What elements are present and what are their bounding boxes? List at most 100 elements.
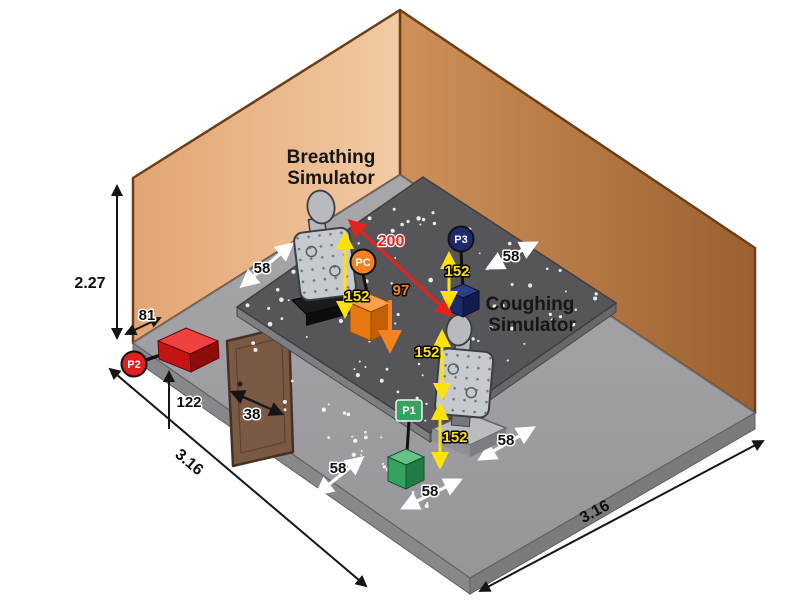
aerosol-dot	[471, 337, 475, 341]
p1-sensor: P1	[386, 399, 426, 490]
aerosol-dot	[358, 360, 361, 363]
aerosol-dot	[279, 297, 284, 303]
aerosol-dot	[381, 462, 384, 465]
aerosol-dot	[594, 292, 598, 296]
spacing-arrow-2	[485, 241, 539, 270]
aerosol-dot	[351, 435, 354, 438]
spacing-label-3: 58	[330, 460, 347, 477]
aerosol-dot	[528, 283, 533, 288]
aerosol-dot	[355, 373, 360, 378]
aerosol-dot	[415, 396, 419, 400]
spacing-label-5: 58	[498, 432, 515, 449]
p1-badge-label: P1	[402, 405, 415, 417]
aerosol-dot	[465, 271, 471, 276]
aerosol-dot	[351, 452, 356, 457]
breathing-chest-sensor	[305, 245, 318, 258]
aerosol-dot	[564, 324, 567, 328]
aerosol-dot	[364, 430, 367, 434]
aerosol-dot	[396, 312, 400, 317]
aerosol-dot	[267, 321, 273, 327]
aerosol-dot	[379, 378, 384, 383]
aerosol-dot	[574, 308, 577, 311]
aerosol-dot	[558, 268, 562, 273]
aerosol-dot	[357, 242, 360, 245]
aerosol-dot	[410, 498, 414, 502]
aerosol-dot	[417, 362, 421, 366]
aerosol-dot	[425, 402, 428, 406]
p3-box-right	[462, 290, 480, 318]
aerosol-dot	[356, 231, 359, 234]
door-offset-arrow	[229, 390, 285, 416]
p2-sampler-box	[156, 327, 220, 373]
aerosol-dot	[570, 321, 576, 327]
coughing-simulator-label-line1: Coughing	[486, 294, 575, 315]
p2-drop-label: 122	[176, 394, 201, 411]
aerosol-dot	[290, 379, 294, 383]
aerosol-dot	[400, 222, 404, 227]
h152-label-breathing: 152	[344, 288, 369, 305]
source-distance-label: 200	[378, 233, 405, 250]
aerosol-dot	[394, 322, 397, 325]
p3-connector	[459, 250, 465, 290]
aerosol-dot	[385, 367, 389, 371]
aerosol-dot	[478, 252, 481, 255]
aerosol-dot	[488, 326, 493, 331]
door	[225, 324, 295, 468]
aerosol-dot	[510, 326, 514, 331]
aerosol-dot	[282, 399, 287, 404]
aerosol-dot	[364, 365, 367, 369]
aerosol-dot	[342, 411, 347, 415]
aerosol-dot	[382, 465, 387, 469]
aerosol-dot	[327, 403, 330, 406]
aerosol-dot	[338, 318, 343, 324]
spacing-label-1: 58	[254, 260, 271, 277]
aerosol-dot	[421, 374, 424, 377]
aerosol-dot	[251, 341, 256, 345]
aerosol-dot	[360, 453, 363, 456]
aerosol-dot	[253, 347, 258, 352]
p2-offset-label: 81	[139, 307, 156, 324]
aerosol-dot	[431, 211, 435, 215]
spacing-label-2: 58	[503, 248, 520, 265]
p2-box-right	[189, 340, 220, 373]
aerosol-dot	[363, 435, 368, 440]
aerosol-dot	[406, 219, 410, 224]
h152-label-p1: 152	[442, 429, 467, 446]
aerosol-dot	[287, 299, 290, 302]
aerosol-dot	[367, 216, 372, 221]
h152-label-p3: 152	[444, 263, 469, 280]
aerosol-dot	[267, 306, 271, 310]
aerosol-dot	[283, 408, 287, 412]
breathing-simulator-label-line2: Simulator	[287, 168, 375, 189]
aerosol-dot	[360, 450, 363, 452]
aerosol-dot	[548, 312, 552, 316]
aerosol-dot	[421, 217, 426, 222]
aerosol-dot	[501, 304, 505, 308]
aerosol-dot	[392, 207, 396, 211]
aerosol-dot	[291, 269, 296, 274]
p2-badge-label: P2	[127, 359, 140, 371]
aerosol-dot	[353, 438, 358, 443]
aerosol-dot	[275, 288, 280, 292]
aerosol-dot	[305, 335, 308, 339]
aerosol-dot	[424, 503, 429, 509]
aerosol-dot	[593, 296, 598, 301]
aerosol-dot	[523, 342, 526, 345]
aerosol-dot	[493, 304, 497, 308]
aerosol-dot	[353, 368, 356, 371]
aerosol-dot	[245, 303, 250, 308]
aerosol-dot	[510, 282, 514, 287]
p2-offset-arrow	[124, 316, 162, 336]
aerosol-dot	[280, 317, 284, 320]
aerosol-dot	[396, 390, 400, 394]
p1-badge	[395, 399, 423, 422]
p1-connector	[405, 420, 411, 453]
door-offset-label: 38	[244, 406, 261, 423]
aerosol-dot	[507, 241, 512, 246]
room-width-arrow	[478, 440, 765, 592]
breathing-head	[306, 189, 336, 225]
aerosol-dot	[424, 419, 427, 422]
p3-badge-label: P3	[454, 234, 467, 246]
